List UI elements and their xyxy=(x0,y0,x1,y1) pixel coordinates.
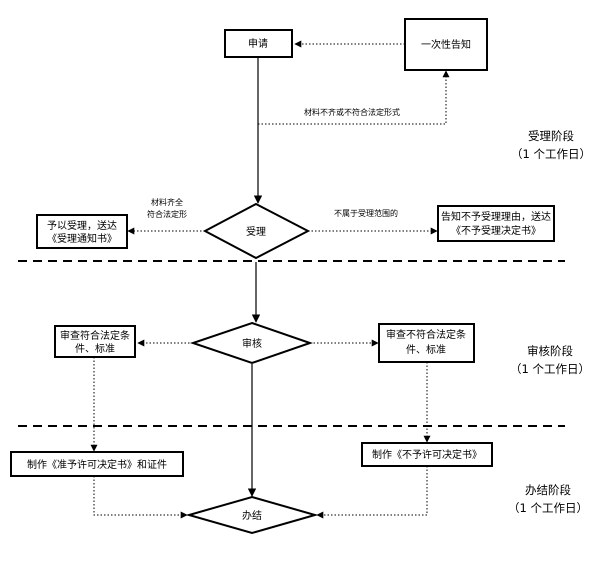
stage-accept-name: 受理阶段 xyxy=(528,129,574,143)
stage-review-name: 审核阶段 xyxy=(527,344,573,358)
stage-conclude-duration: （1 个工作日） xyxy=(508,501,588,515)
node-not-accept-box xyxy=(437,205,555,242)
node-make-reject-label: 制作《不予许可决定书》 xyxy=(372,448,482,461)
node-check-right-line2: 件、标准 xyxy=(406,344,446,356)
node-make-permit-label: 制作《准予许可决定书》和证件 xyxy=(27,458,167,471)
node-conclude-label: 办结 xyxy=(242,509,262,522)
edge-label-materials-incomplete: 材料不齐或不符合法定形式 xyxy=(304,107,400,117)
node-check-left-line1: 审查符合法定条 xyxy=(60,329,130,342)
edge-permit-to-conclude xyxy=(93,476,188,519)
edge-label-materials-complete-2: 符合法定形 xyxy=(147,209,187,219)
node-review-label: 审核 xyxy=(242,337,262,350)
node-apply-label: 申请 xyxy=(248,37,268,50)
node-grant-accept-line1: 予以受理，送达 xyxy=(47,219,117,232)
node-one-time-notice-box xyxy=(404,18,488,71)
edge-reject-to-conclude xyxy=(316,466,428,519)
node-one-time-notice-label: 一次性告知 xyxy=(421,38,471,51)
node-review-diamond xyxy=(189,321,314,365)
node-check-left-box xyxy=(54,325,136,358)
node-make-permit-box xyxy=(10,451,184,477)
node-not-accept-line1: 告知不予受理理由，送达 xyxy=(441,210,551,223)
node-grant-accept-line2: 《受理通知书》 xyxy=(47,232,117,245)
node-conclude-diamond xyxy=(185,495,319,535)
stage-accept-duration: （1 个工作日） xyxy=(511,147,591,161)
node-not-accept-line2: 《不予受理决定书》 xyxy=(451,224,541,237)
edge-label-out-of-scope: 不属于受理范围的 xyxy=(334,208,398,218)
node-check-left-line2: 件、标准 xyxy=(75,343,115,355)
edge-label-materials-complete-1: 材料齐全 xyxy=(151,197,183,207)
stage-review-duration: （1 个工作日） xyxy=(510,362,590,376)
node-make-reject-box xyxy=(361,442,493,467)
node-check-right-line1: 审查不符合法定条 xyxy=(386,328,466,341)
node-accept-label: 受理 xyxy=(246,226,266,238)
stage-conclude-name: 办结阶段 xyxy=(525,483,571,497)
node-accept-diamond xyxy=(202,202,311,260)
node-apply-box xyxy=(224,29,293,58)
node-check-right-box xyxy=(378,323,475,363)
node-grant-accept-box xyxy=(36,214,128,249)
